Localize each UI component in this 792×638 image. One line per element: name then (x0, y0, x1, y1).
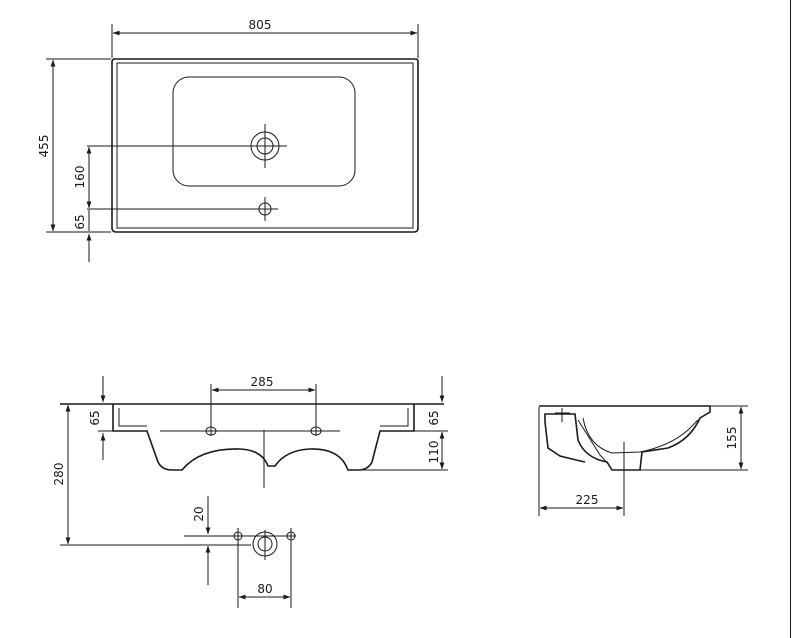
side-view: 155 225 (538, 405, 748, 516)
right-rim-detail (380, 408, 409, 427)
dim-20: 20 (192, 506, 206, 521)
dim-65-top: 65 (73, 214, 87, 229)
dim-160: 160 (73, 166, 87, 189)
dim-110: 110 (427, 441, 441, 464)
dim-65-right: 65 (427, 410, 441, 425)
basin-inner-rim (116, 62, 414, 229)
top-view: 805 455 160 65 (37, 18, 419, 262)
dim-280: 280 (52, 463, 66, 486)
dim-225: 225 (576, 493, 599, 507)
side-profile-inner (577, 419, 611, 467)
side-profile-outer (539, 405, 711, 471)
dim-65-left: 65 (88, 410, 102, 425)
bowl-outline (172, 76, 356, 187)
dim-155: 155 (725, 427, 739, 450)
basin-outline (111, 58, 419, 233)
left-rim-detail (118, 408, 147, 427)
side-profile-bowl (582, 417, 699, 454)
dim-80: 80 (257, 582, 272, 596)
dim-width-805: 805 (249, 18, 272, 32)
dim-285: 285 (251, 375, 274, 389)
front-view: 285 65 65 110 280 20 80 (52, 375, 448, 608)
dim-depth-455: 455 (37, 135, 51, 158)
